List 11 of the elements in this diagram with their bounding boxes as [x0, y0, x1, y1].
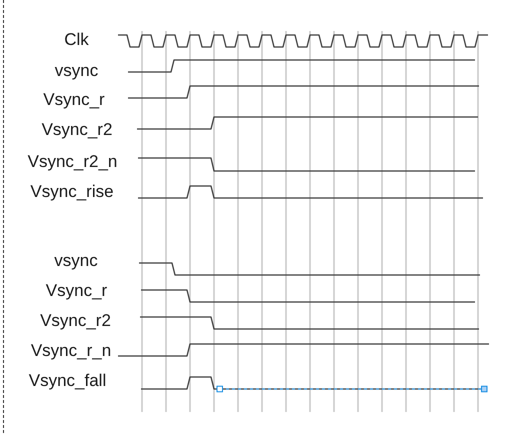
signal-label: Vsync_r: [46, 281, 108, 301]
signal-label: vsync: [54, 251, 98, 271]
signal-label: Vsync_r2: [40, 311, 111, 331]
signal-label: Vsync_rise: [30, 182, 114, 202]
signal-label: Vsync_r_n: [30, 341, 112, 361]
signal-label: Vsync_r2: [42, 120, 112, 140]
signal-label: Vsync_r: [43, 90, 105, 110]
signal-label: Vsync_fall: [28, 371, 106, 391]
signal-label: Clk: [64, 30, 89, 50]
signal-label: Vsync_r2_n: [28, 152, 118, 172]
signal-label: vsync: [54, 61, 98, 81]
